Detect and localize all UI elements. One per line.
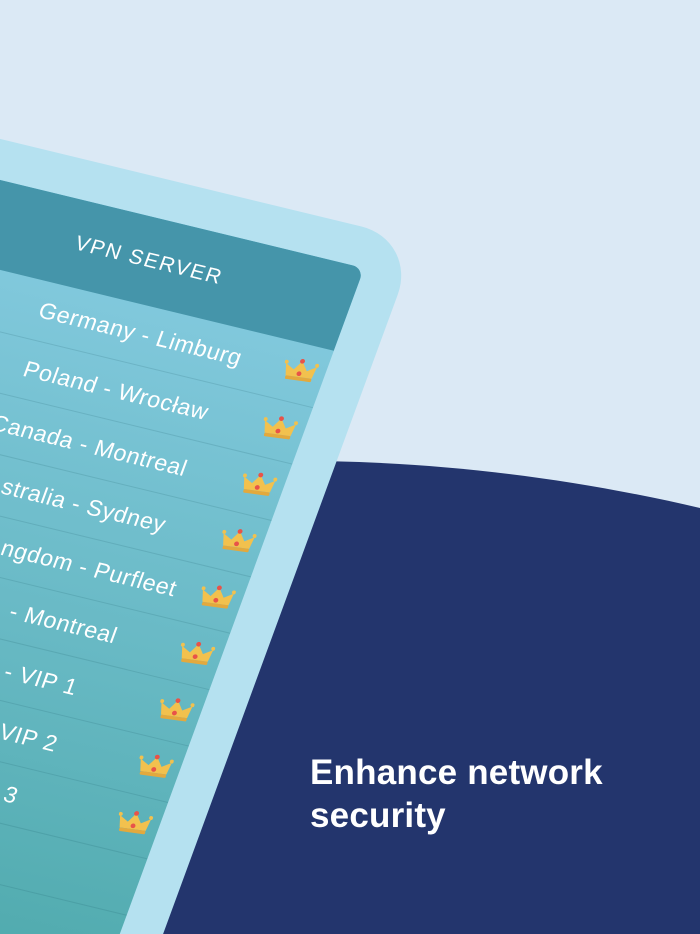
crown-icon <box>284 358 320 383</box>
server-row[interactable]: Canada - Montreal <box>0 344 293 521</box>
phone-mockup: VPN SERVER Germany - Limburg Poland - Wr… <box>0 105 418 934</box>
crown-icon <box>222 529 257 553</box>
server-row[interactable]: ngdom - Purfleet <box>0 457 252 633</box>
crown-icon <box>139 754 174 778</box>
server-row[interactable]: - Montreal <box>0 513 231 690</box>
server-row[interactable]: VIP 2 <box>0 626 189 803</box>
crown-icon <box>242 472 278 496</box>
server-row[interactable]: stralia - Sydney <box>0 400 272 577</box>
crown-icon <box>180 641 216 666</box>
crown-icon <box>118 811 154 835</box>
crown-icon <box>201 585 237 609</box>
headline: Enhance network security <box>310 753 603 835</box>
phone-screen: VPN SERVER Germany - Limburg Poland - Wr… <box>0 148 365 934</box>
server-row[interactable]: - VIP 1 <box>0 569 210 746</box>
server-label: VIP 2 <box>0 718 62 757</box>
crown-icon <box>263 416 299 440</box>
crown-icon <box>160 698 195 722</box>
server-list: Germany - Limburg Poland - Wrocław Canad… <box>0 231 334 934</box>
server-row[interactable]: Poland - Wrocław <box>0 287 314 464</box>
server-row[interactable]: 3 <box>0 682 169 859</box>
server-label: 3 <box>0 780 23 809</box>
server-row[interactable]: Germany - Limburg <box>0 231 334 407</box>
